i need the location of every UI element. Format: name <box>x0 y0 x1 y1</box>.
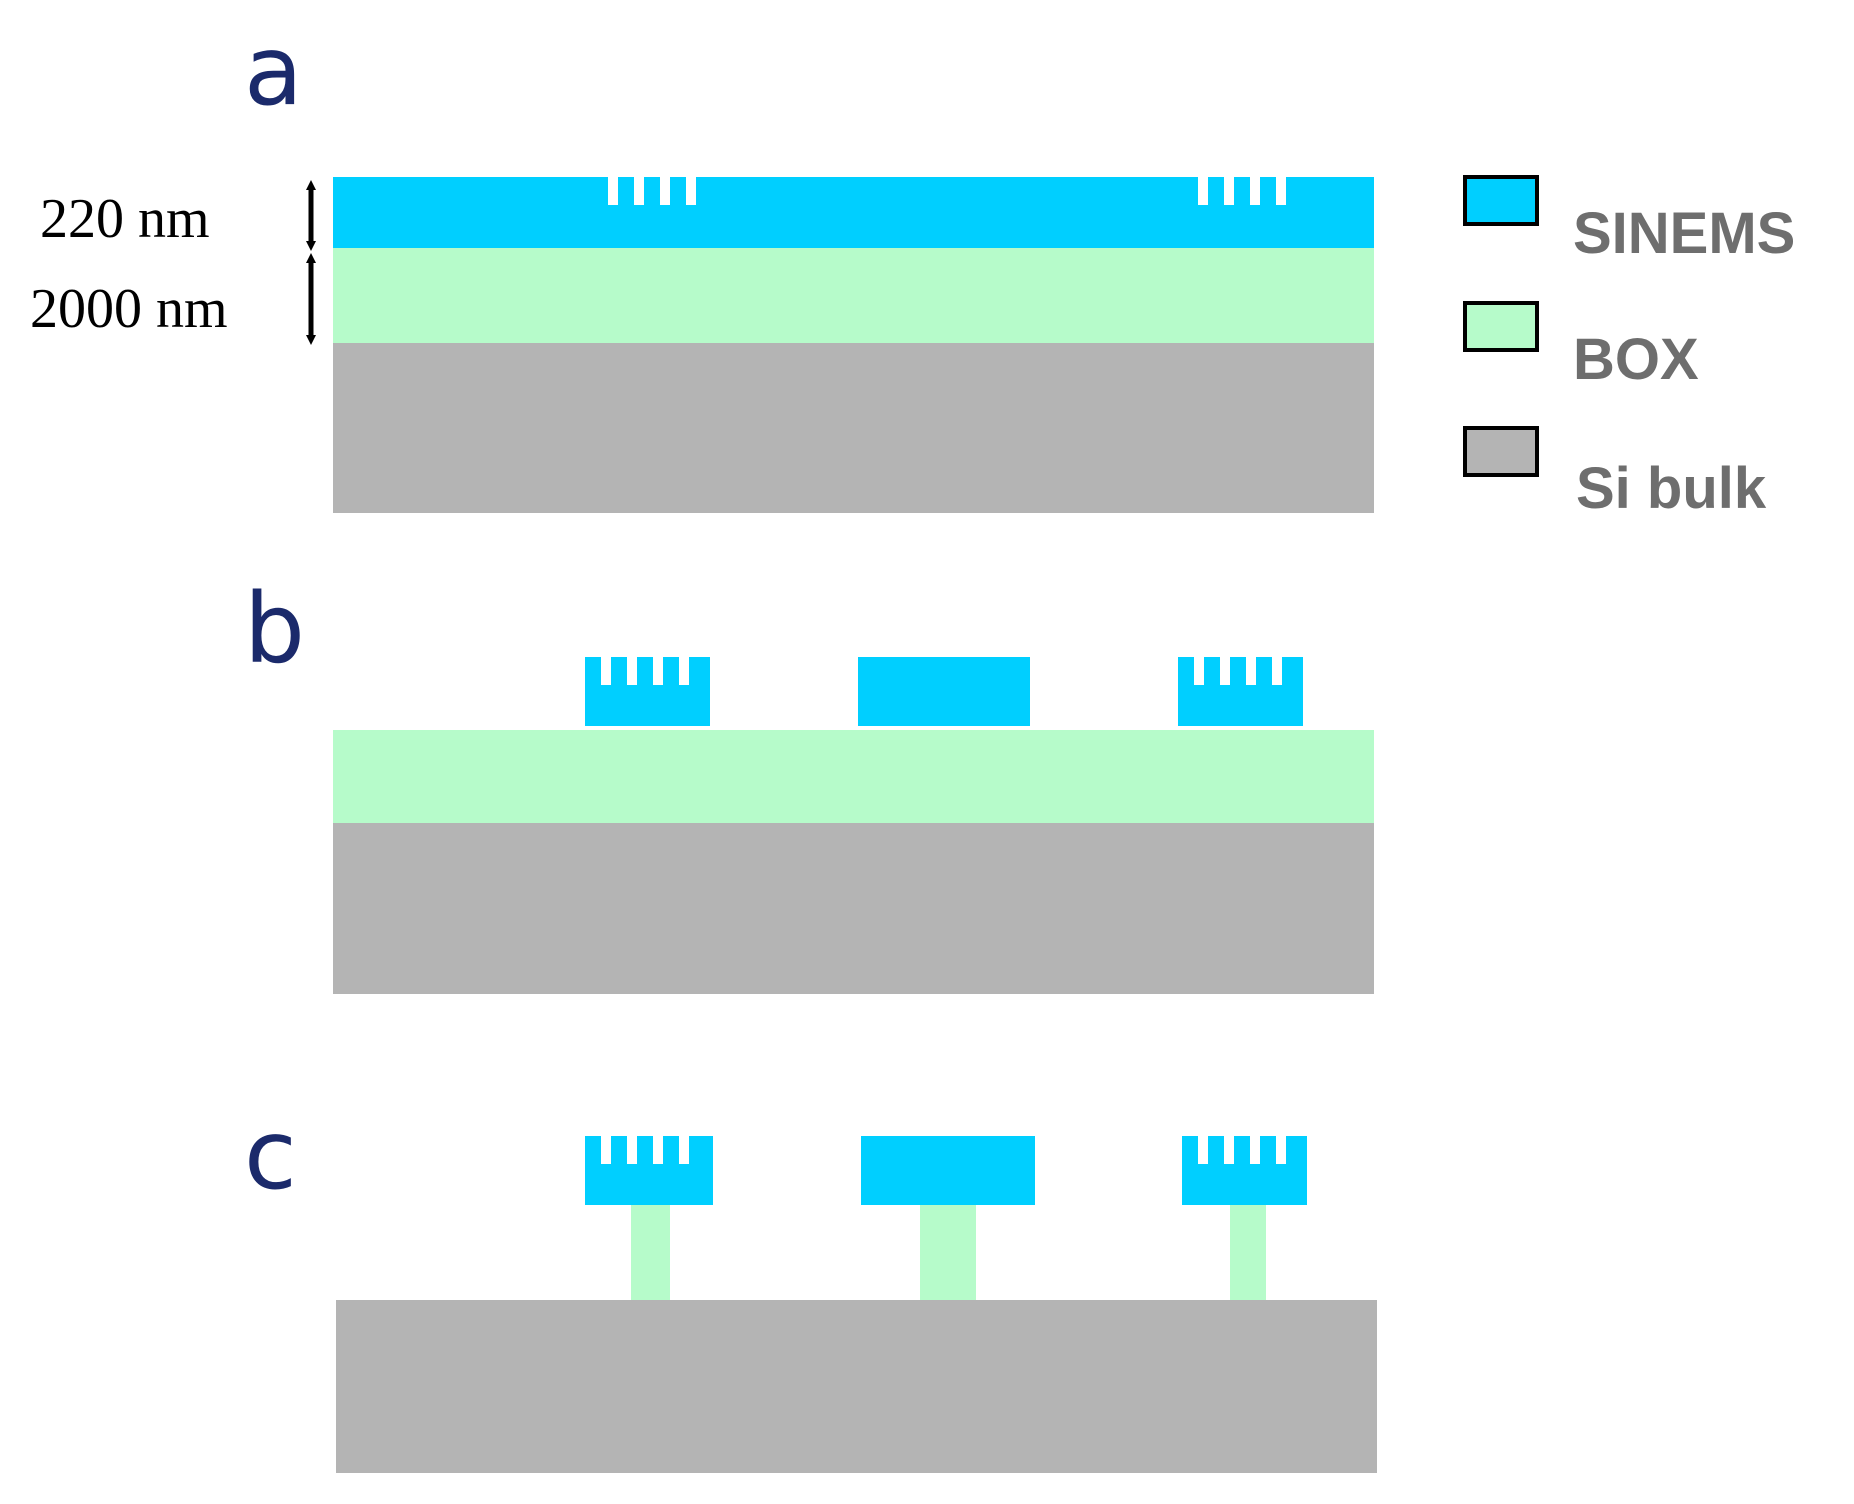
box-pillar-left <box>631 1205 670 1300</box>
grating-coupler-right <box>1182 1136 1307 1205</box>
box-thickness-label: 2000 nm <box>30 278 228 340</box>
box-pillar-center <box>920 1205 976 1300</box>
grating-left <box>608 177 696 205</box>
si-bulk-layer <box>336 1300 1377 1473</box>
box-pillar-right <box>1230 1205 1266 1300</box>
box-layer <box>333 248 1374 343</box>
si-bulk-layer <box>333 343 1374 513</box>
legend-swatch-si-bulk <box>1463 426 1539 477</box>
legend-label-si-bulk: Si bulk <box>1576 456 1767 521</box>
panel-c: c <box>244 1099 1377 1473</box>
panel-label-b: b <box>244 573 305 685</box>
sinems-thickness-label: 220 nm <box>40 188 210 250</box>
box-layer <box>333 730 1374 823</box>
legend-label-box: BOX <box>1573 327 1699 392</box>
legend: SINEMS BOX Si bulk <box>1463 175 1795 521</box>
center-sinems-block <box>858 657 1030 726</box>
grating-coupler-left <box>585 1136 713 1205</box>
grating-coupler-left <box>585 657 710 726</box>
grating-coupler-right <box>1178 657 1303 726</box>
sinems-layer <box>333 177 1374 248</box>
legend-swatch-sinems <box>1463 175 1539 226</box>
grating-right <box>1198 177 1286 205</box>
panel-a: a 220 nm 2000 nm <box>30 15 1374 513</box>
si-bulk-layer <box>333 823 1374 994</box>
panel-label-c: c <box>244 1099 297 1211</box>
center-sinems-block <box>861 1136 1035 1205</box>
legend-swatch-box <box>1463 301 1539 352</box>
panel-b: b <box>244 573 1374 994</box>
panel-label-a: a <box>244 15 303 127</box>
legend-label-sinems: SINEMS <box>1573 201 1795 266</box>
